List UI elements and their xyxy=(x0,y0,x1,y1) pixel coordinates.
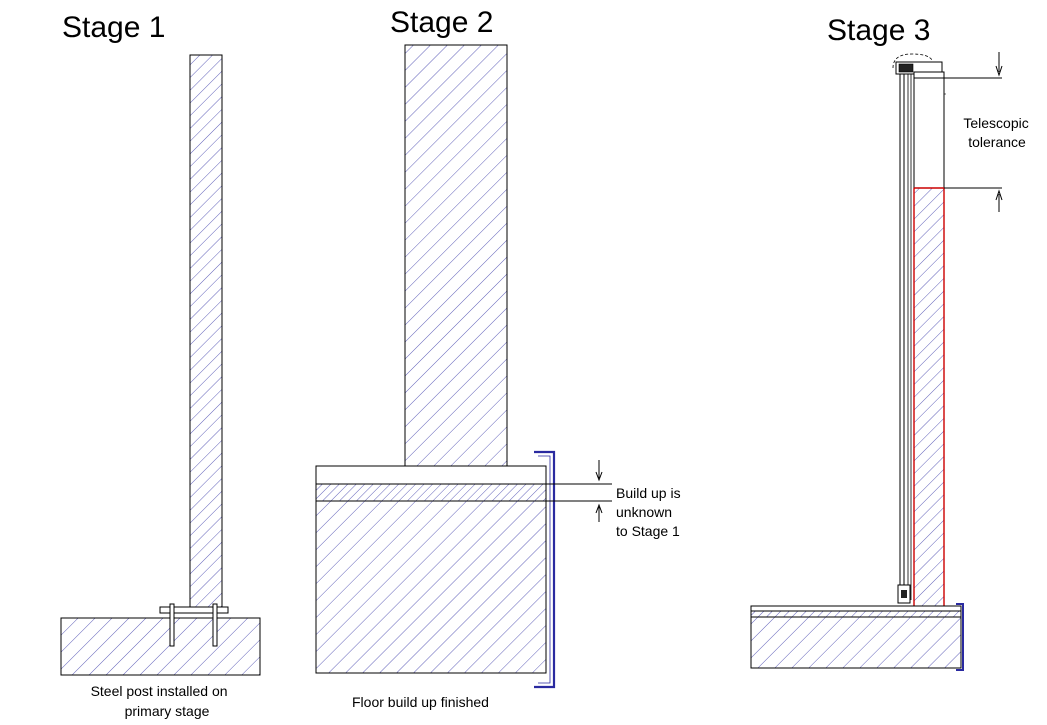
build-up-note: Build up is unknown to Stage 1 xyxy=(616,485,684,539)
wall-column xyxy=(404,44,508,467)
build-up-dimension xyxy=(546,460,612,522)
floor-finish-layer xyxy=(315,465,547,485)
stage-3: Stage 3 xyxy=(750,14,1032,671)
primary-slab xyxy=(60,617,261,676)
stage-1-title: Stage 1 xyxy=(62,11,165,44)
structural-slab xyxy=(315,500,547,674)
telescopic-tolerance-note: Telescopic tolerance xyxy=(963,115,1032,150)
telescopic-sleeve xyxy=(913,77,945,189)
stage-3-edge-bracket xyxy=(956,603,964,671)
stage-3-title: Stage 3 xyxy=(827,14,930,47)
stage-2: Stage 2 Build up is unknown to Stage 1 F… xyxy=(315,6,684,710)
stage-1-caption: Steel post installed on primary stage xyxy=(91,683,232,719)
screed-layer xyxy=(315,483,547,502)
telescopic-head-detail xyxy=(892,53,1002,95)
sill-detail xyxy=(897,584,911,604)
stage-2-title: Stage 2 xyxy=(390,6,493,39)
tolerance-dimension xyxy=(944,52,1003,212)
post-in-wall xyxy=(913,187,945,607)
edge-bracket xyxy=(534,450,556,689)
stage-2-caption: Floor build up finished xyxy=(352,694,489,710)
anchor-bolts xyxy=(169,603,218,647)
stage-1: Stage 1 Steel post installed on primary … xyxy=(60,11,261,719)
stage-3-floor xyxy=(750,605,962,669)
base-plate xyxy=(159,606,229,614)
frame-mullion xyxy=(899,74,912,600)
steel-post xyxy=(189,54,223,609)
